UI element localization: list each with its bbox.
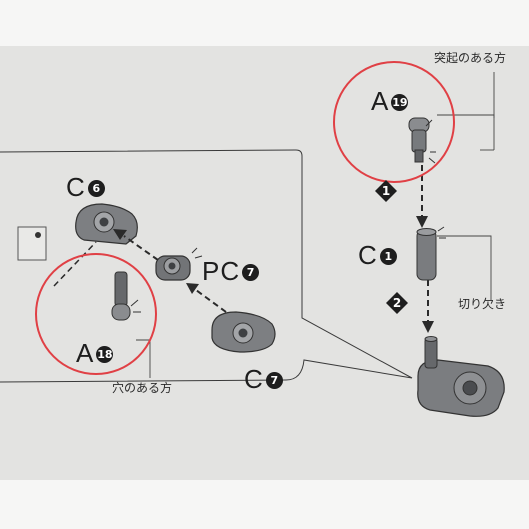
part-pc7 bbox=[155, 247, 203, 281]
label-c1-letter: C bbox=[358, 240, 378, 270]
label-a18-num: 18 bbox=[96, 346, 114, 363]
note-protrusion-side: 突起のある方 bbox=[434, 51, 507, 65]
page-top-margin bbox=[0, 0, 529, 46]
label-pc7-num: 7 bbox=[242, 264, 260, 281]
label-c7-num: 7 bbox=[265, 372, 283, 389]
highlight-ring-a19 bbox=[333, 61, 455, 183]
part-c1 bbox=[416, 226, 446, 281]
label-c6-letter: C bbox=[66, 172, 86, 202]
label-a19-letter: A bbox=[371, 86, 390, 116]
part-c7 bbox=[211, 311, 276, 353]
label-a18-letter: A bbox=[76, 338, 95, 368]
label-pc7-letter: PC bbox=[202, 256, 241, 286]
note-notch: 切り欠き bbox=[458, 297, 507, 311]
label-a19-num: 19 bbox=[391, 94, 409, 111]
dash-c7-to-pc7 bbox=[195, 289, 227, 313]
part-a18 bbox=[111, 271, 141, 321]
step-marker-2-label: 2 bbox=[392, 296, 402, 310]
page-bottom-margin bbox=[0, 480, 529, 529]
leader-protrusion bbox=[437, 114, 495, 118]
step-marker-1-label: 1 bbox=[381, 184, 391, 198]
detail-panel-outline bbox=[0, 149, 413, 383]
dash-a18-to-c6 bbox=[53, 241, 97, 287]
part-base-assembly bbox=[417, 336, 505, 417]
highlight-ring-a18 bbox=[35, 253, 157, 375]
reference-thumbnail bbox=[17, 226, 47, 261]
dash-pc7-to-c6 bbox=[123, 235, 159, 261]
part-c6 bbox=[75, 203, 138, 245]
label-c6-num: 6 bbox=[87, 180, 105, 197]
arrowhead-pc7-c6 bbox=[113, 229, 127, 240]
step-marker-1: 1 bbox=[375, 180, 397, 202]
arrowhead-c7-pc7 bbox=[186, 283, 199, 294]
note-hole-side: 穴のある方 bbox=[112, 381, 173, 395]
arrowhead-2 bbox=[422, 321, 434, 333]
leader-notch bbox=[437, 235, 492, 300]
label-c7-letter: C bbox=[244, 364, 264, 394]
step-marker-2: 2 bbox=[386, 292, 408, 314]
label-c1-num: 1 bbox=[379, 248, 397, 265]
part-a19 bbox=[408, 117, 436, 164]
arrowhead-1 bbox=[416, 216, 428, 228]
